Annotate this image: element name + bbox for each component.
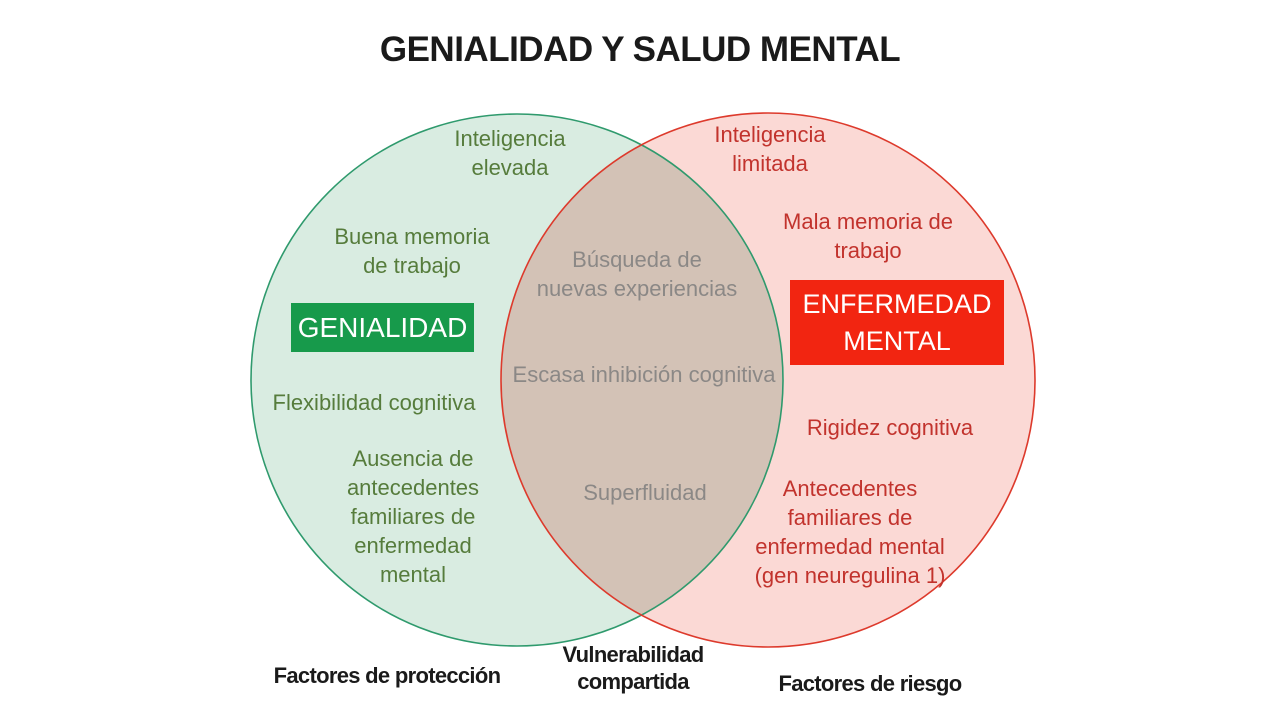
genius-circle-outline bbox=[250, 113, 784, 647]
right-item-rigidez: Rigidez cognitiva bbox=[806, 415, 974, 440]
illness-circle-outline bbox=[500, 112, 1036, 648]
caption-risk-factors: Factores de riesgo bbox=[778, 671, 962, 696]
overlap-item-escasa-inhibicion: Escasa inhibición cognitiva bbox=[512, 362, 776, 387]
caption-protection-factors: Factores de protección bbox=[273, 663, 501, 688]
overlap-item-busqueda: Búsqueda de nuevas experiencias bbox=[536, 247, 738, 301]
genius-label-box: GENIALIDAD bbox=[291, 303, 474, 352]
overlap-region bbox=[500, 144, 783, 616]
illness-label-box: ENFERMEDAD MENTAL bbox=[790, 280, 1004, 365]
right-item-antecedentes: Antecedentes familiares de enfermedad me… bbox=[754, 476, 946, 588]
left-item-ausencia-antecedentes: Ausencia de antecedentes familiares de e… bbox=[346, 446, 480, 587]
caption-shared-vulnerability: Vulnerabilidad compartida bbox=[562, 642, 705, 694]
left-item-inteligencia-elevada: Inteligencia elevada bbox=[454, 126, 566, 180]
right-item-mala-memoria: Mala memoria de trabajo bbox=[783, 209, 953, 263]
overlap-item-superfluidad: Superfluidad bbox=[583, 480, 707, 505]
page-title: GENIALIDAD Y SALUD MENTAL bbox=[379, 30, 901, 69]
left-item-buena-memoria: Buena memoria de trabajo bbox=[334, 224, 490, 278]
right-item-inteligencia-limitada: Inteligencia limitada bbox=[714, 122, 826, 176]
left-item-flexibilidad: Flexibilidad cognitiva bbox=[272, 390, 476, 415]
